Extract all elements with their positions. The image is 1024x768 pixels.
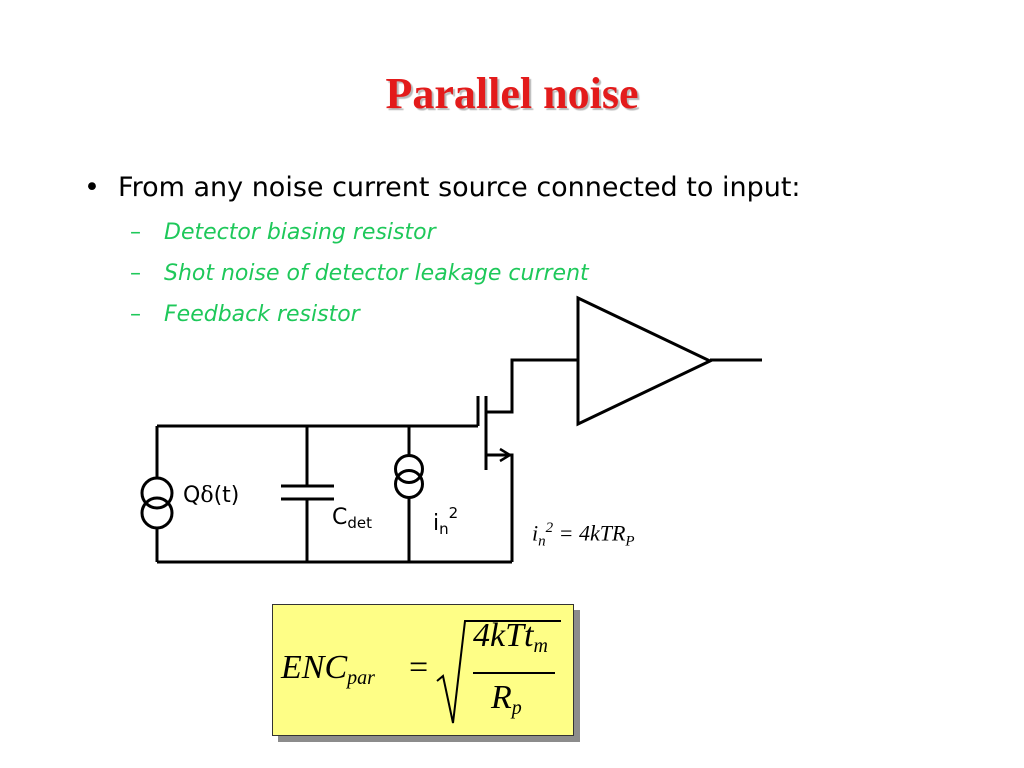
signal-t: (t) <box>213 483 240 508</box>
main-bullet-text: From any noise current source connected … <box>118 172 801 203</box>
sub-item-text: Shot noise of detector leakage current <box>164 261 589 286</box>
sqrt-radical-icon <box>436 620 561 724</box>
enc-denominator: Rp <box>491 679 522 720</box>
slide-title: Parallel noise <box>385 69 639 118</box>
noise-formula: in2 = 4kTRP <box>532 520 635 551</box>
noise-current-label: in2 <box>433 506 458 537</box>
drain-wire <box>486 358 578 414</box>
source-arrow-icon <box>499 447 513 463</box>
enc-numerator-sub: m <box>533 635 548 657</box>
enc-lhs: ENCpar <box>281 649 375 690</box>
sub-item-biasing-resistor: –Detector biasing resistor <box>130 218 436 248</box>
signal-delta: δ <box>200 483 214 508</box>
noise-source-circle-top <box>394 454 424 484</box>
sub-item-dash: – <box>130 261 141 286</box>
bullet-dot: • <box>84 172 100 203</box>
sub-item-shot-noise: –Shot noise of detector leakage current <box>130 259 589 289</box>
sub-item-text: Detector biasing resistor <box>164 220 436 245</box>
signal-source-circle-top <box>140 476 174 510</box>
noise-formula-sub: n <box>538 533 546 550</box>
cdet-sub: det <box>347 514 373 532</box>
in-sub: n <box>439 520 449 538</box>
noise-formula-sup: 2 <box>545 520 554 536</box>
sub-item-dash: – <box>130 302 141 327</box>
noise-formula-rest-sub: P <box>625 533 635 550</box>
signal-q: Q <box>183 483 201 508</box>
source-wire <box>486 453 514 562</box>
enc-numerator: 4kTtm <box>473 617 548 658</box>
in-main: i <box>433 511 440 536</box>
sub-item-feedback-resistor: –Feedback resistor <box>130 300 360 330</box>
enc-lhs-main: ENC <box>281 649 348 686</box>
enc-equals: = <box>409 649 429 686</box>
radical-sign <box>436 620 561 724</box>
main-bullet: • From any noise current source connected… <box>84 168 801 208</box>
noise-formula-rest: = 4kTR <box>553 520 626 546</box>
amplifier-triangle <box>576 295 714 427</box>
in-sup: 2 <box>448 504 459 522</box>
cdet-label: Cdet <box>332 507 372 531</box>
signal-source-circle-bottom <box>140 496 174 530</box>
enc-denominator-main: R <box>491 679 512 716</box>
signal-source-label: Qδ(t) <box>183 485 239 507</box>
noise-formula-i: i <box>532 520 539 546</box>
enc-denominator-sub: p <box>511 697 522 719</box>
sub-item-dash: – <box>130 220 141 245</box>
enc-formula-box: ENCpar = 4kTtm Rp <box>272 604 574 736</box>
enc-numerator-main: 4kTt <box>473 617 534 654</box>
sub-item-text: Feedback resistor <box>164 302 360 327</box>
enc-lhs-sub: par <box>347 667 375 689</box>
cdet-main: C <box>332 505 348 530</box>
